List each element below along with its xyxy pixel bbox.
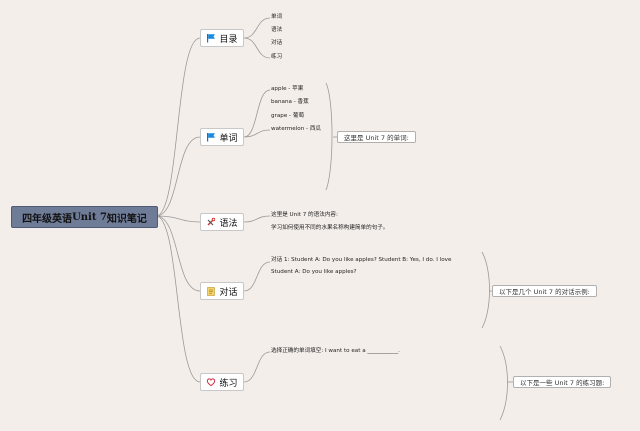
exercise-item[interactable]: 选择正确的单词填空: I want to eat a ___________. bbox=[271, 348, 400, 354]
branch-label: 练习 bbox=[219, 378, 238, 389]
root-title-unit: Unit 7 bbox=[72, 211, 107, 223]
connector-mulu-leaves bbox=[243, 17, 271, 59]
summary-note-duihua[interactable]: 以下是几个 Unit 7 的对话示例: bbox=[492, 285, 597, 297]
heart-icon bbox=[206, 377, 216, 387]
grammar-item[interactable]: 学习如何使用不同的水果名称构建简单的句子。 bbox=[271, 225, 389, 231]
root-topic[interactable]: 四年级英语 Unit 7 知识笔记 bbox=[11, 206, 158, 228]
connector-root-duihua bbox=[155, 215, 201, 292]
connector-root-mulu bbox=[155, 37, 201, 217]
root-title-suffix: 知识笔记 bbox=[106, 213, 147, 225]
notepad-icon bbox=[206, 286, 216, 296]
branch-label: 对话 bbox=[219, 287, 238, 298]
word-item[interactable]: apple - 苹果 bbox=[271, 86, 304, 92]
connector-root-danci bbox=[155, 136, 201, 217]
mulu-item[interactable]: 对话 bbox=[271, 40, 283, 46]
branch-yufa[interactable]: 语法 bbox=[200, 213, 244, 231]
branch-label: 单词 bbox=[219, 133, 238, 144]
branch-mulu[interactable]: 目录 bbox=[200, 29, 244, 47]
summary-brace-danci bbox=[325, 82, 333, 191]
flag-icon bbox=[206, 132, 216, 142]
tools-icon bbox=[206, 217, 216, 227]
mulu-item[interactable]: 练习 bbox=[271, 54, 283, 60]
summary-brace-lianxi bbox=[499, 345, 508, 421]
word-item[interactable]: watermelon - 西瓜 bbox=[271, 126, 322, 132]
connector-yufa-leaves bbox=[243, 215, 271, 223]
connector-root-lianxi bbox=[155, 215, 201, 383]
mulu-item[interactable]: 单词 bbox=[271, 14, 283, 20]
grammar-item[interactable]: 这里是 Unit 7 的语法内容: bbox=[271, 212, 338, 218]
summary-note-lianxi[interactable]: 以下是一些 Unit 7 的练习题: bbox=[513, 376, 612, 388]
root-title-prefix: 四年级英语 bbox=[22, 213, 73, 225]
summary-brace-duihua bbox=[481, 251, 490, 329]
connector-root-yufa bbox=[155, 215, 201, 223]
mulu-item[interactable]: 语法 bbox=[271, 27, 283, 33]
branch-label: 目录 bbox=[219, 34, 238, 45]
branch-lianxi[interactable]: 练习 bbox=[200, 373, 244, 391]
branch-duihua[interactable]: 对话 bbox=[200, 282, 244, 300]
connector-lianxi-leaves bbox=[243, 351, 271, 383]
connector-danci-leaves bbox=[243, 89, 271, 138]
branch-label: 语法 bbox=[219, 218, 238, 229]
word-item[interactable]: banana - 香蕉 bbox=[271, 99, 309, 105]
dialogue-item[interactable]: Student A: Do you like apples? bbox=[271, 269, 357, 275]
word-item[interactable]: grape - 葡萄 bbox=[271, 113, 305, 119]
branch-danci[interactable]: 单词 bbox=[200, 128, 244, 146]
summary-note-danci[interactable]: 这里是 Unit 7 的单词: bbox=[337, 131, 416, 143]
flag-icon bbox=[206, 33, 216, 43]
connector-duihua-leaves bbox=[243, 261, 271, 292]
dialogue-item[interactable]: 对话 1: Student A: Do you like apples? Stu… bbox=[271, 257, 452, 263]
